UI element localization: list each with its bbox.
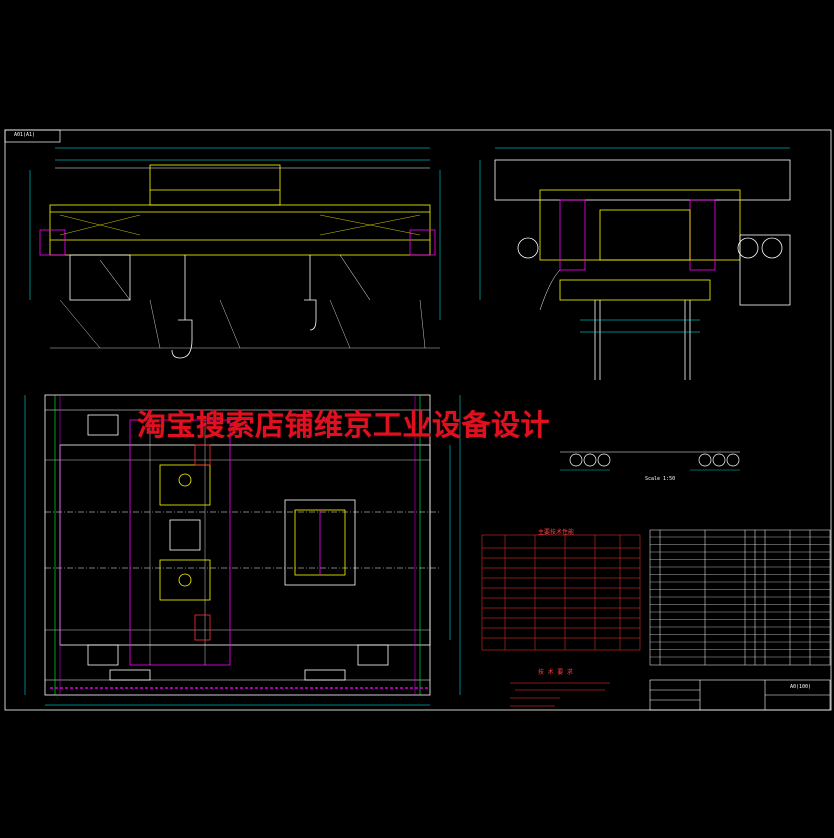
front-elevation	[29, 147, 441, 359]
side-elevation	[479, 147, 791, 380]
title-box	[4, 129, 61, 143]
scale-label: Scale 1:50	[645, 476, 676, 482]
sheet-frame	[4, 129, 832, 711]
parts-list	[649, 529, 831, 666]
tech-spec-table	[481, 534, 641, 651]
notes-title: 技 术 要 求	[538, 669, 573, 676]
drawing-number-box: A01(A1)	[14, 132, 36, 138]
parts-rows	[650, 536, 830, 658]
watermark: 淘宝搜索店铺维京工业设备设计	[137, 408, 551, 442]
plan-view	[24, 394, 461, 706]
sheet-code: A0(100)	[790, 684, 812, 690]
title-block	[649, 679, 831, 711]
notes-lines	[510, 682, 610, 707]
tech-table-title: 主要技术性能	[538, 529, 575, 536]
wheel-detail	[560, 451, 740, 471]
